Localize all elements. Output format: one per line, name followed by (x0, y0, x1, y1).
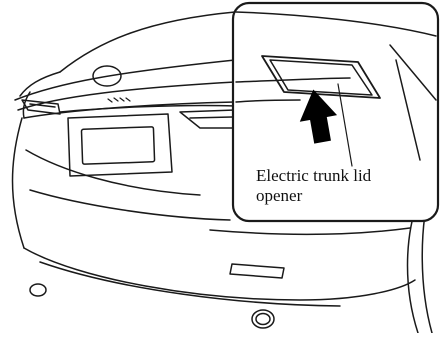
rear-bumper (24, 248, 415, 300)
rear-window-lower (15, 60, 235, 100)
callout-label-line1: Electric trunk lid (256, 166, 436, 186)
callout-label: Electric trunk lid opener (256, 166, 436, 206)
license-plate (81, 127, 154, 164)
right-tail-light (180, 110, 235, 128)
callout-label-line2: opener (256, 186, 436, 206)
license-plate-recess (68, 114, 172, 176)
opener-location-marks (108, 98, 130, 102)
bumper-reflector (230, 264, 284, 278)
left-exhaust (30, 284, 46, 296)
